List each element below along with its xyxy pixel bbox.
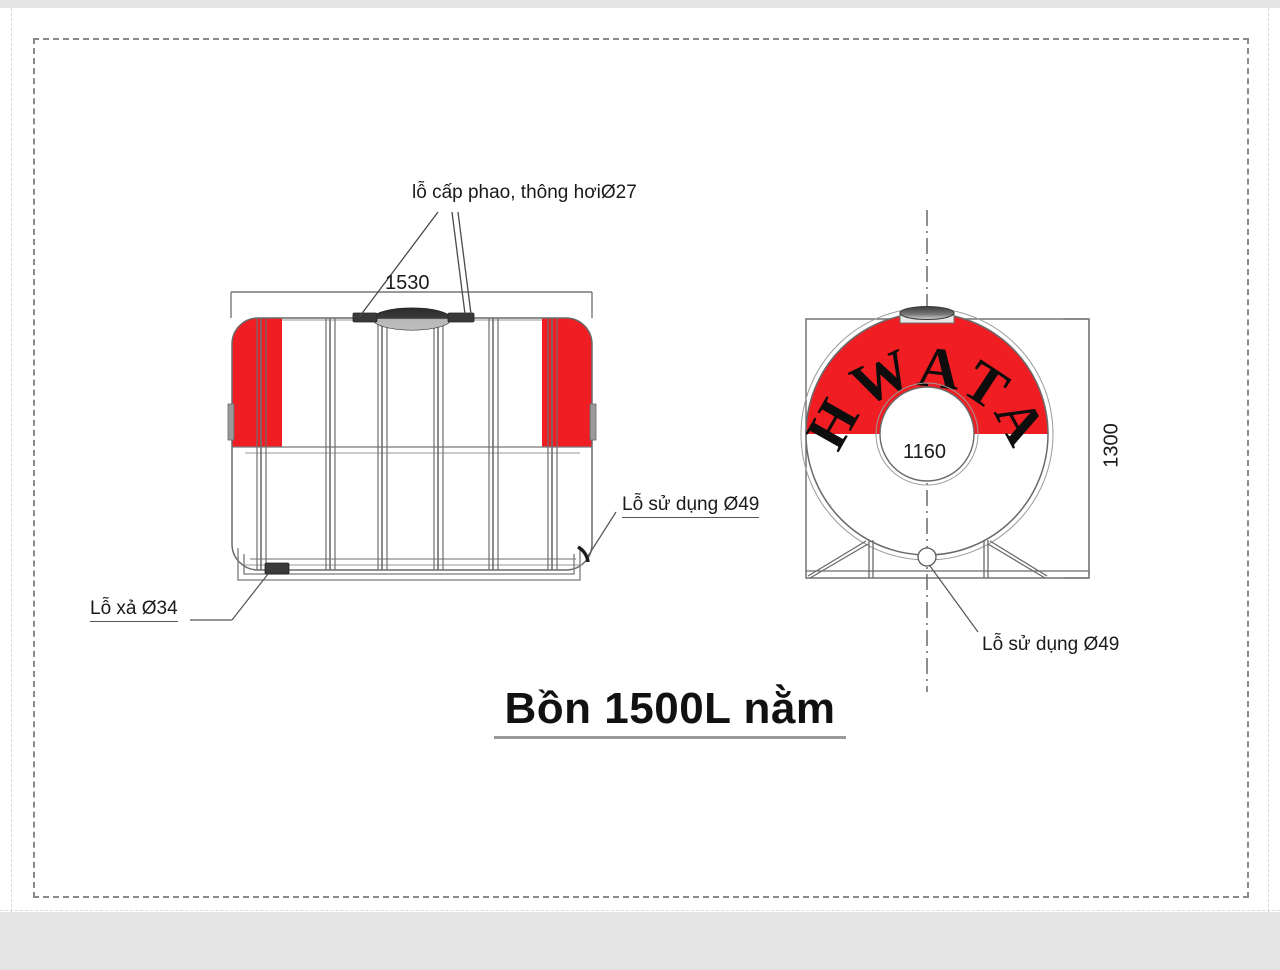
title-underline [494, 736, 846, 740]
drawing-frame-border [33, 38, 1249, 898]
tank-cap-right-white [542, 447, 592, 570]
guide-line-left [11, 8, 12, 912]
end-elevation-view: HWATA [793, 210, 1090, 692]
tank-rib [256, 318, 267, 570]
tank-rib [488, 318, 499, 570]
tank-shell [231, 317, 593, 571]
end-view-stand [806, 540, 1089, 579]
drain-label: Lỗ xả Ø34 [90, 598, 178, 622]
side-elevation-view [190, 211, 617, 621]
diameter-dimension-label: 1160 [903, 441, 947, 463]
float-vent-leader-lines [359, 211, 472, 317]
height-dimension-label: 1300 [1100, 423, 1123, 468]
manhole-lid [372, 307, 452, 331]
tank-rib [433, 318, 444, 570]
length-dimension-bracket [230, 291, 593, 318]
side-outlet-leader-line [587, 511, 617, 557]
tank-base-frame [237, 548, 581, 581]
height-dimension-bracket [1063, 318, 1090, 579]
end-outlet-label: Lỗ sử dụng Ø49 [982, 634, 1120, 655]
tank-cap-right-red [542, 318, 592, 447]
end-outlet-leader-line [929, 565, 979, 633]
drain-fitting [264, 562, 290, 575]
tank-rib [377, 318, 388, 570]
page-title: Bồn 1500L nằm [504, 684, 836, 733]
end-view-manhole-neck [899, 306, 955, 324]
end-cap-red-half [806, 313, 1048, 434]
side-outlet-label: Lỗ sử dụng Ø49 [622, 494, 760, 518]
tank-rib [325, 318, 336, 570]
length-dimension-label: 1530 [385, 272, 430, 294]
drain-leader-line [231, 573, 269, 621]
tank-ribs [256, 318, 558, 570]
vent-fitting-left [352, 312, 378, 323]
side-outlet-fitting [577, 545, 590, 563]
title-block: Bồn 1500L nằm [494, 684, 846, 740]
tank-outline [231, 317, 593, 571]
guide-line-bottom [0, 910, 1280, 911]
float-fitting-right [447, 312, 475, 323]
diameter-circle-outer [875, 382, 979, 486]
left-side-nozzle [227, 403, 235, 441]
tank-rib [547, 318, 558, 570]
float-vent-label: lỗ cấp phao, thông hơiØ27 [412, 182, 637, 203]
diameter-circle [879, 386, 975, 482]
end-view-outlet-hole [917, 547, 937, 567]
guide-line-right [1268, 8, 1269, 912]
drawing-sheet [0, 8, 1280, 912]
right-side-nozzle [589, 403, 597, 441]
